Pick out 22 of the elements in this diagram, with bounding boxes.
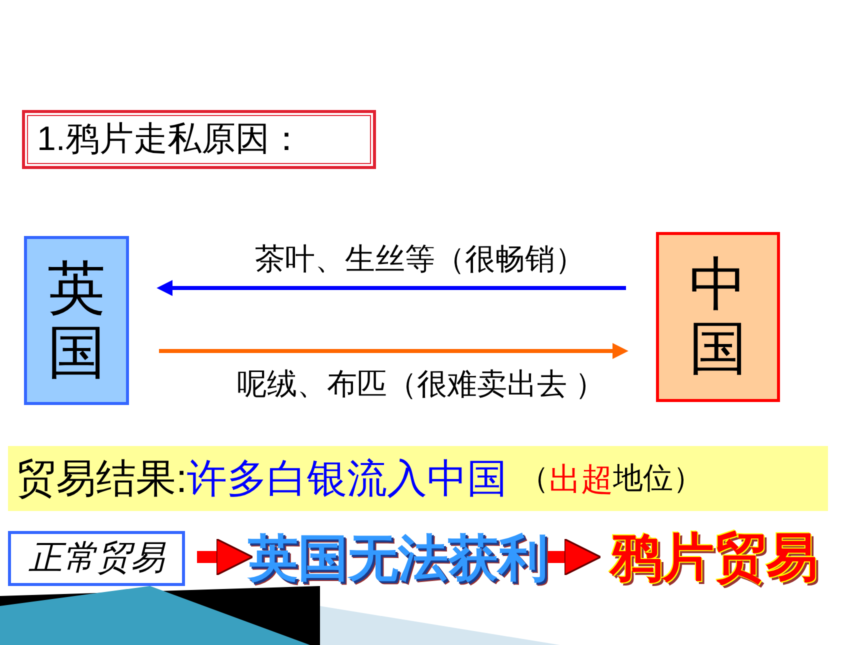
block-arrow — [197, 538, 254, 576]
note-text: 地位） — [613, 461, 704, 497]
country-box — [24, 236, 129, 405]
result-banner — [8, 446, 828, 511]
process-box — [8, 531, 185, 586]
result-label: 贸易结果: — [16, 456, 188, 502]
arrow — [159, 343, 628, 359]
country-box — [656, 232, 780, 402]
node-text: 英国 — [48, 256, 106, 384]
block-arrow — [546, 538, 602, 576]
result-text: 许多白银流入中国 — [187, 456, 508, 502]
bracket-text: （ — [519, 461, 550, 497]
node-text: 中国 — [689, 253, 747, 381]
node-text: 正常贸易 — [28, 538, 164, 579]
edge-label: 茶叶、生丝等（很畅销） — [254, 242, 586, 278]
arrow — [156, 280, 626, 296]
node-text: 鸦片贸易 — [610, 528, 818, 589]
node-text: 英国无法获利 — [248, 528, 548, 588]
highlight-text: 出超 — [549, 460, 614, 498]
heading-box — [22, 110, 376, 169]
node-text: 1.鸦片走私原因： — [37, 119, 304, 160]
edge-label: 呢绒、布匹（很难卖出去 ） — [236, 366, 606, 402]
